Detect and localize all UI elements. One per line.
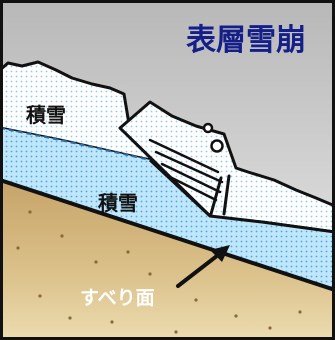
slip-surface-arrow xyxy=(176,245,230,288)
lower-snow-layer xyxy=(0,128,335,290)
ground xyxy=(0,180,335,340)
diagram-title: 表層雪崩 xyxy=(186,23,306,58)
slip-surface-line xyxy=(0,178,335,292)
upper-snow-label: 積雪 xyxy=(26,103,66,127)
ground-texture xyxy=(16,210,302,334)
lower-snow-label: 積雪 xyxy=(98,191,138,215)
crack-lines xyxy=(209,174,231,216)
motion-lines xyxy=(148,138,224,202)
layer-boundary xyxy=(0,127,151,161)
falling-snow-clumps xyxy=(202,122,224,153)
lower-snow-top-edge xyxy=(148,158,335,234)
slip-surface-label: すべり面 xyxy=(80,287,155,309)
